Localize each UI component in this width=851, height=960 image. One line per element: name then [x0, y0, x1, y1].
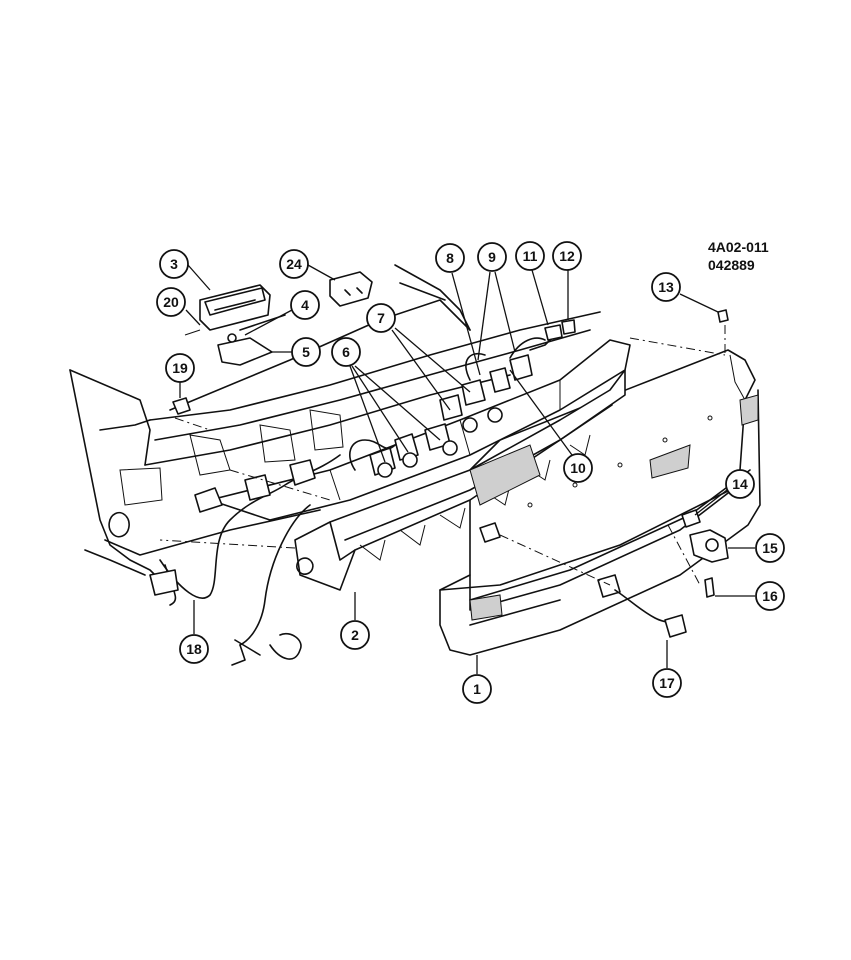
- callout-4: 4: [244, 290, 320, 336]
- callout-5: 5: [270, 337, 321, 367]
- reference-number: 042889: [708, 257, 755, 273]
- vehicle-body-outline: [69, 264, 601, 581]
- svg-text:3: 3: [170, 256, 178, 272]
- svg-text:18: 18: [186, 641, 202, 657]
- svg-text:12: 12: [559, 248, 575, 264]
- callout-12: 12: [552, 241, 582, 320]
- callout-20: 20: [156, 287, 201, 326]
- callout-8: 8: [435, 243, 481, 376]
- svg-text:2: 2: [351, 627, 359, 643]
- bulb-sockets: [349, 319, 576, 478]
- svg-text:20: 20: [163, 294, 179, 310]
- callout-13: 13: [651, 272, 719, 313]
- svg-text:4: 4: [301, 297, 309, 313]
- callout-9: 9: [477, 242, 516, 361]
- callout-18: 18: [179, 600, 209, 664]
- callout-17: 17: [652, 640, 682, 698]
- callout-2: 2: [340, 592, 370, 650]
- reference-lines: [159, 325, 726, 586]
- svg-text:24: 24: [286, 256, 302, 272]
- callout-3: 3: [159, 249, 211, 291]
- bumper-fascia: [439, 349, 761, 656]
- svg-text:13: 13: [658, 279, 674, 295]
- side-marker-parts: [479, 309, 729, 638]
- callout-19: 19: [165, 353, 195, 398]
- reference-code: 4A02-011: [708, 239, 769, 255]
- callout-24: 24: [279, 249, 336, 281]
- callout-16: 16: [715, 581, 785, 611]
- svg-text:15: 15: [762, 540, 778, 556]
- svg-text:5: 5: [302, 344, 310, 360]
- callout-6: 6: [331, 337, 441, 463]
- callout-15: 15: [728, 533, 785, 563]
- svg-text:14: 14: [732, 476, 748, 492]
- high-mount-stop-lamp: [172, 271, 373, 415]
- svg-text:17: 17: [659, 675, 675, 691]
- svg-text:8: 8: [446, 250, 454, 266]
- bumper-reinforcement: [294, 369, 626, 591]
- wiring-harness: [149, 454, 341, 666]
- svg-text:11: 11: [523, 248, 538, 264]
- svg-text:10: 10: [570, 460, 586, 476]
- callout-10: 10: [509, 369, 593, 483]
- callout-7: 7: [366, 303, 471, 411]
- callout-1: 1: [462, 655, 492, 704]
- callout-14: 14: [694, 469, 755, 516]
- svg-text:7: 7: [377, 310, 385, 326]
- callout-11: 11: [515, 241, 549, 326]
- svg-text:1: 1: [473, 681, 481, 697]
- svg-text:16: 16: [762, 588, 778, 604]
- svg-text:6: 6: [342, 344, 350, 360]
- svg-text:19: 19: [172, 360, 188, 376]
- svg-text:9: 9: [488, 249, 496, 265]
